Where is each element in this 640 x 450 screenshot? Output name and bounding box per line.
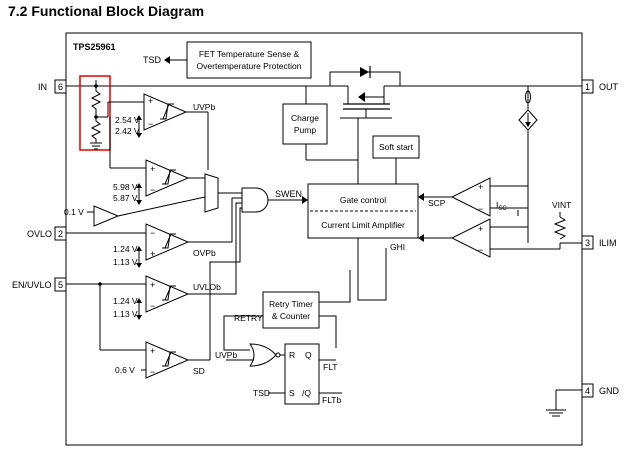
pin-gnd-label: GND	[599, 386, 620, 396]
mux	[204, 173, 230, 213]
swen-label: SWEN	[275, 189, 302, 199]
uv-lo-label: 2.42 V	[115, 126, 140, 136]
vint-label: VINT	[552, 200, 571, 210]
pin-en-label: EN/UVLO	[12, 280, 52, 290]
section-title: 7.2 Functional Block Diagram	[8, 3, 204, 19]
latch-s-label: S	[289, 388, 295, 398]
pin-out: 1 OUT	[581, 79, 619, 94]
uv-hi-label: 2.54 V	[115, 115, 140, 125]
uvlo-hi-label: 1.24 V	[113, 296, 138, 306]
retry-timer-line2: & Counter	[272, 311, 310, 321]
svg-text:+: +	[478, 182, 483, 192]
pin-gnd-number: 4	[585, 386, 590, 396]
gate-control-block: Gate control Current Limit Amplifier GHI	[307, 183, 419, 252]
fet-temp-line2: Overtemperature Protection	[197, 61, 302, 71]
svg-text:−: −	[150, 367, 155, 377]
uvlo-comparator: + − 1.24 V 1.13 V UVLOb	[66, 275, 222, 320]
sd-comparator: + − 0.6 V SD	[99, 284, 210, 379]
scp-comparator: + − SCP ISC	[418, 177, 528, 217]
charge-pump-line2: Pump	[294, 125, 316, 135]
pin-ovlo: 2 OVLO	[27, 226, 67, 241]
svg-text:−: −	[150, 301, 155, 311]
pin-ilim: 3 ILIM	[581, 235, 617, 250]
ovlo-hi-label: 1.24 V	[113, 244, 138, 254]
svg-text:+: +	[150, 280, 155, 290]
ovlo-comparator: − + 1.24 V 1.13 V OVPb	[66, 223, 216, 268]
ovlo-lo-label: 1.13 V	[113, 257, 138, 267]
highlight-box	[79, 75, 111, 151]
svg-text:+: +	[478, 224, 483, 234]
uvpb-label: UVPb	[193, 102, 215, 112]
current-limit-label: Current Limit Amplifier	[321, 220, 405, 230]
ov-hi-label: 5.98 V	[113, 182, 138, 192]
charge-pump-block: Charge Pump	[282, 103, 328, 145]
pin-ovlo-label: OVLO	[27, 229, 52, 239]
svg-text:+: +	[150, 164, 155, 174]
ref-comparator: 0.1 V	[64, 196, 206, 227]
latch-r-label: R	[289, 350, 295, 360]
tsd-label: TSD	[143, 55, 162, 65]
pin-in-label: IN	[38, 82, 47, 92]
chip-name: TPS25961	[73, 42, 116, 52]
ghi-label: GHI	[390, 242, 405, 252]
pin-ilim-number: 3	[585, 238, 590, 248]
fet-temp-line1: FET Temperature Sense &	[199, 49, 300, 59]
swen-and-gate: SWEN	[209, 187, 308, 360]
pin-out-number: 1	[585, 82, 590, 92]
soft-start-block: Soft start	[372, 135, 420, 159]
pin-en-uvlo: 5 EN/UVLO	[12, 277, 67, 292]
latch-q-label: Q	[305, 350, 312, 360]
svg-text:+: +	[150, 249, 155, 259]
flt-label: FLT	[323, 362, 337, 372]
pin-out-label: OUT	[599, 82, 619, 92]
scp-label: SCP	[428, 198, 446, 208]
input-divider	[79, 75, 111, 151]
gate-control-label: Gate control	[340, 195, 386, 205]
uvlo-lo-label: 1.13 V	[113, 309, 138, 319]
soft-start-label: Soft start	[379, 142, 414, 152]
sd-label: SD	[193, 366, 205, 376]
chip-outline	[65, 32, 583, 446]
svg-text:+: +	[148, 96, 153, 106]
isc-label: ISC	[496, 200, 507, 212]
pin-en-number: 5	[58, 280, 63, 290]
svg-text:−: −	[150, 185, 155, 195]
pin-gnd: 4 GND	[581, 383, 620, 398]
ovpb-label: OVPb	[193, 248, 216, 258]
svg-text:−: −	[150, 228, 155, 238]
pin-in-number: 6	[58, 82, 63, 92]
ov-lo-label: 5.87 V	[113, 193, 138, 203]
fet-temp-block: FET Temperature Sense & Overtemperature …	[143, 41, 312, 79]
uvpb2-label: UVPb	[215, 350, 237, 360]
pin-in: 6 IN	[38, 79, 67, 94]
latch-qb-label: /Q	[302, 388, 311, 398]
retry-label: RETRY	[234, 313, 263, 323]
svg-text:+: +	[150, 346, 155, 356]
retry-timer-block: Retry Timer & Counter RETRY	[223, 238, 387, 351]
pin-ilim-label: ILIM	[599, 238, 617, 248]
current-limit-amp: + −	[418, 218, 582, 258]
svg-text:−: −	[148, 119, 153, 129]
uvp-comparator: + − 2.54 V 2.42 V UVPb	[107, 93, 215, 138]
uvlob-label: UVLOb	[193, 282, 221, 292]
vint-resistor: VINT	[552, 200, 571, 240]
tsd2-label: TSD	[253, 388, 270, 398]
pin-ovlo-number: 2	[58, 229, 63, 239]
svg-text:−: −	[478, 204, 483, 214]
charge-pump-line1: Charge	[291, 113, 319, 123]
fault-latch: UVPb R Q S /Q TSD FLT FLTb	[215, 343, 342, 405]
retry-timer-line1: Retry Timer	[269, 299, 313, 309]
current-sense-source	[518, 109, 538, 131]
ref-01-label: 0.1 V	[64, 207, 84, 217]
fltb-label: FLTb	[322, 395, 341, 405]
gnd-symbol	[546, 389, 582, 417]
ovp-in-comparator: + − 5.98 V 5.87 V	[109, 117, 205, 205]
svg-text:−: −	[478, 245, 483, 255]
sd-ref-label: 0.6 V	[115, 365, 135, 375]
